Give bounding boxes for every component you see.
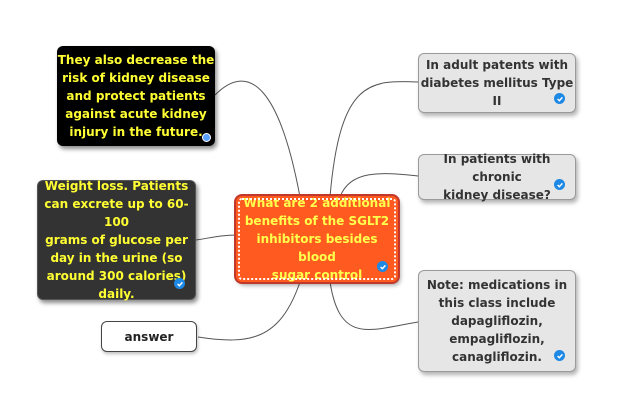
check-circle-icon [554, 93, 565, 104]
topic-kidney-protection-text: They also decrease the risk of kidney di… [58, 51, 215, 141]
connector-to-answer [197, 281, 301, 341]
topic-ckd-text: In patients with chronic kidney disease? [419, 150, 575, 204]
topic-kidney-protection[interactable]: They also decrease the risk of kidney di… [57, 46, 215, 146]
central-line-1: What are 2 additional [243, 196, 391, 210]
ckd-line-2: kidney disease? [443, 188, 551, 202]
connector-to-weight-loss [195, 234, 239, 241]
connector-to-adult-patients [329, 81, 419, 198]
topic-answer[interactable]: answer [101, 321, 197, 352]
connector-to-ckd [339, 173, 419, 198]
central-topic[interactable]: What are 2 additional benefits of the SG… [236, 196, 398, 282]
meds-line-1: Note: medications in [426, 278, 568, 292]
kidney-line-1: They also decrease the [57, 53, 215, 67]
topic-adult-patients[interactable]: In adult patents with diabetes mellitus … [418, 53, 576, 113]
adult-line-3: II [492, 94, 502, 108]
topic-medications-text: Note: medications in this class include … [427, 276, 567, 366]
ckd-line-1: In patients with chronic [443, 152, 551, 184]
central-topic-text: What are 2 additional benefits of the SG… [236, 194, 398, 284]
kidney-line-3: and protect patients [66, 89, 206, 103]
topic-medications-note[interactable]: Note: medications in this class include … [418, 270, 576, 372]
topic-adult-patients-text: In adult patents with diabetes mellitus … [421, 56, 574, 110]
weight-line-6: daily. [98, 287, 135, 301]
kidney-line-2: risk of kidney disease [62, 71, 210, 85]
weight-line-5: around 300 calories) [46, 269, 187, 283]
topic-weight-loss[interactable]: Weight loss. Patients can excrete up to … [37, 177, 196, 303]
dot-icon [202, 133, 211, 142]
weight-line-4: day in the urine (so [50, 251, 183, 265]
meds-line-4: empagliflozin, [449, 332, 545, 346]
answer-label: answer [124, 329, 174, 344]
weight-line-3: grams of glucose per [45, 233, 188, 247]
adult-line-2: diabetes mellitus Type [420, 76, 574, 90]
topic-weight-loss-text: Weight loss. Patients can excrete up to … [38, 177, 195, 303]
connector-to-kidney-note [214, 80, 301, 198]
weight-line-2: can excrete up to 60-100 [44, 197, 189, 229]
central-line-4: sugar control [271, 268, 363, 282]
meds-line-2: this class include [438, 296, 556, 310]
check-circle-icon [554, 179, 565, 190]
check-circle-icon [554, 350, 565, 361]
connector-to-medications [329, 281, 419, 331]
meds-line-3: dapagliflozin, [451, 314, 543, 328]
check-circle-icon [377, 261, 388, 272]
topic-chronic-kidney-disease[interactable]: In patients with chronic kidney disease? [418, 152, 576, 202]
meds-line-5: canagliflozin. [451, 350, 542, 364]
central-line-2: benefits of the SGLT2 [244, 214, 390, 228]
adult-line-1: In adult patents with [425, 58, 569, 72]
kidney-line-4: against acute kidney [65, 107, 207, 121]
check-circle-icon [174, 278, 185, 289]
central-line-3: inhibitors besides blood [256, 232, 378, 264]
weight-line-1: Weight loss. Patients [44, 179, 189, 193]
kidney-line-5: injury in the future. [69, 125, 203, 139]
